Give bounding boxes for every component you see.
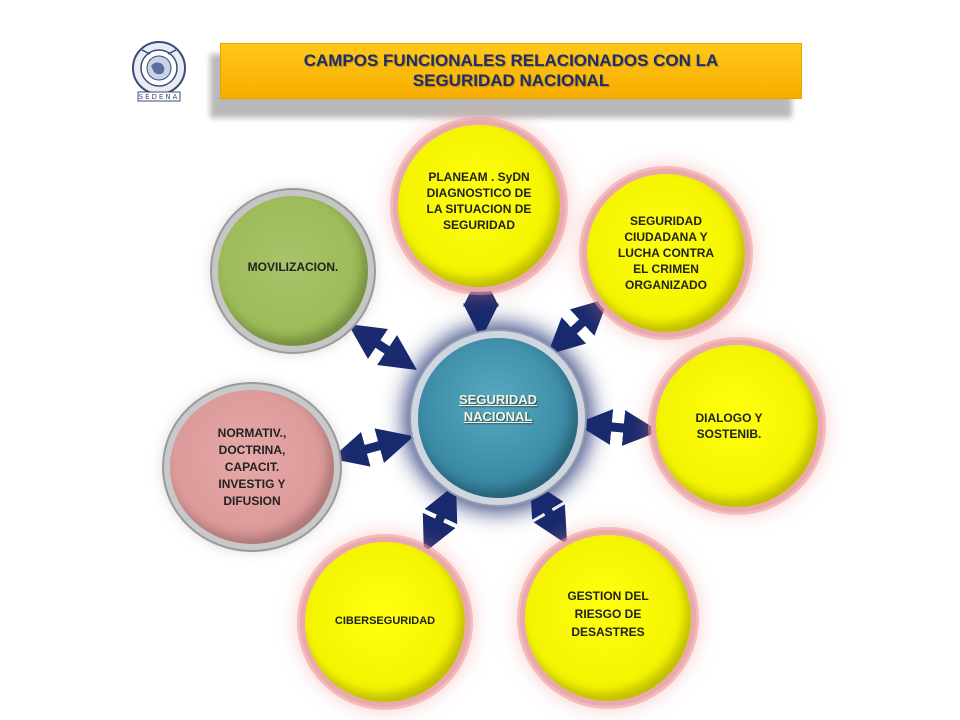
center-node-label: SEGURIDAD NACIONAL: [458, 392, 537, 424]
arrow-ciberseguridad: [422, 483, 458, 554]
arrow-normativ: [331, 428, 414, 467]
arrow-seguridad-ciudadana: [547, 298, 609, 355]
node-normativ: NORMATIV., DOCTRINA, CAPACIT. INVESTIG Y…: [170, 390, 334, 544]
node-ciberseguridad: CIBERSEGURIDAD: [305, 542, 465, 702]
node-seguridad-ciudadana: SEGURIDAD CIUDADANA Y LUCHA CONTRA EL CR…: [587, 174, 745, 332]
node-label: GESTION DEL RIESGO DE DESASTRES: [567, 589, 649, 639]
node-label: SEGURIDAD CIUDADANA Y LUCHA CONTRA EL CR…: [617, 214, 715, 292]
node-label: MOVILIZACION.: [247, 260, 339, 274]
sedena-logo: SEDENA: [132, 41, 186, 102]
arrow-dialogo: [575, 409, 660, 446]
center-node-seguridad-nacional: SEGURIDAD NACIONAL: [418, 338, 578, 498]
title-banner: CAMPOS FUNCIONALES RELACIONADOS CON LA S…: [220, 43, 802, 99]
node-planeam: PLANEAM . SyDN DIAGNOSTICO DE LA SITUACI…: [398, 125, 560, 287]
node-label: NORMATIV., DOCTRINA, CAPACIT. INVESTIG Y…: [217, 425, 287, 508]
node-movilizacion: MOVILIZACION.: [218, 196, 368, 346]
node-label: PLANEAM . SyDN DIAGNOSTICO DE LA SITUACI…: [426, 170, 532, 232]
node-dialogo: DIALOGO Y SOSTENIB.: [656, 345, 818, 507]
arrow-movilizacion: [348, 324, 417, 370]
svg-text:SEDENA: SEDENA: [139, 93, 180, 101]
node-label: CIBERSEGURIDAD: [334, 615, 436, 627]
node-gestion-riesgo: GESTION DEL RIESGO DE DESASTRES: [525, 535, 691, 701]
page-title: CAMPOS FUNCIONALES RELACIONADOS CON LA S…: [303, 51, 719, 90]
arrow-gestion-riesgo: [529, 479, 568, 545]
node-label: DIALOGO Y SOSTENIB.: [695, 411, 763, 441]
